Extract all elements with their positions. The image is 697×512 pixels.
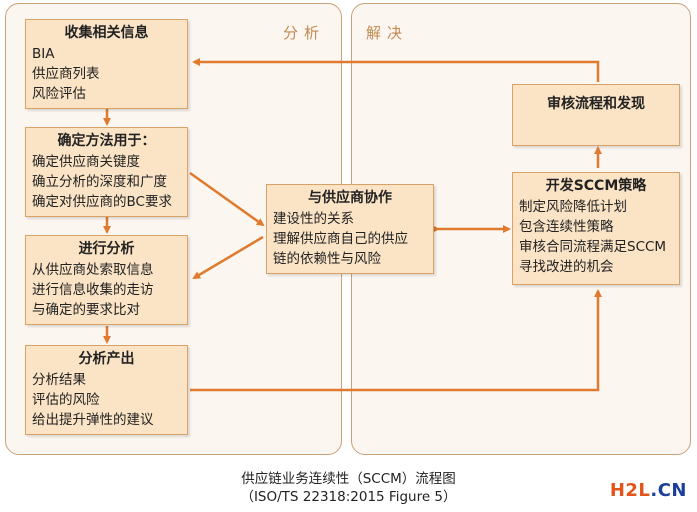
arrow-collaborate-to-analyze: [192, 235, 264, 280]
determine-method-box: 确定方法用于： 确定供应商关键度 确立分析的深度和广度 确定对供应商的BC要求: [25, 127, 188, 217]
arrow-review-to-collect: [192, 58, 600, 82]
determine-method-title: 确定方法用于：: [57, 133, 156, 149]
analysis-label: 分析: [283, 24, 326, 42]
analysis-output-line: 评估的风险: [32, 392, 100, 408]
logo-part-cn: .CN: [650, 480, 687, 501]
solution-label: 解决: [366, 24, 409, 42]
conduct-analysis-title: 进行分析: [78, 241, 135, 257]
sccm-strategy-box: 开发SCCM策略 制定风险降低计划 包含连续性策略 审核合同流程满足SCCM 寻…: [512, 172, 680, 285]
figure-caption-title: 供应链业务连续性（SCCM）流程图: [241, 471, 456, 487]
collaborate-supplier-box: 与供应商协作 建设性的关系 理解供应商自己的供应 链的依赖性与风险: [266, 184, 434, 274]
collect-info-box: 收集相关信息 BIA 供应商列表 风险评估: [25, 19, 188, 109]
sccm-strategy-title: 开发SCCM策略: [545, 178, 647, 194]
arrow-determine-to-collaborate: [189, 171, 265, 227]
collect-info-line: BIA: [32, 46, 55, 62]
determine-method-line: 确定供应商关键度: [32, 154, 140, 170]
analysis-output-title: 分析产出: [78, 351, 135, 367]
collaborate-supplier-line: 链的依赖性与风险: [273, 251, 381, 267]
sccm-strategy-line: 制定风险降低计划: [519, 199, 627, 215]
review-process-title: 审核流程和发现: [547, 96, 645, 112]
collaborate-supplier-line: 理解供应商自己的供应: [273, 231, 408, 247]
review-process-box: 审核流程和发现: [512, 84, 680, 146]
analysis-output-line: 分析结果: [32, 372, 86, 388]
logo-part-h2l: H2L: [609, 480, 651, 501]
conduct-analysis-line: 进行信息收集的走访: [32, 282, 154, 298]
collect-info-line: 风险评估: [32, 86, 86, 102]
analysis-output-box: 分析产出 分析结果 评估的风险 给出提升弹性的建议: [25, 345, 188, 435]
figure-caption-source: （ISO/TS 22318:2015 Figure 5）: [240, 489, 457, 505]
sccm-strategy-line: 寻找改进的机会: [519, 259, 614, 275]
collect-info-title: 收集相关信息: [64, 25, 149, 41]
collect-info-line: 供应商列表: [32, 66, 100, 82]
collaborate-supplier-line: 建设性的关系: [273, 211, 354, 227]
determine-method-line: 确定对供应商的BC要求: [32, 194, 172, 210]
analysis-output-line: 给出提升弹性的建议: [32, 412, 154, 428]
arrow-output-to-strategy: [190, 289, 602, 392]
h2l-logo: H2L.CN: [610, 480, 687, 501]
collaborate-supplier-title: 与供应商协作: [308, 190, 392, 206]
determine-method-line: 确立分析的深度和广度: [32, 174, 167, 190]
sccm-strategy-line: 包含连续性策略: [519, 219, 614, 235]
sccm-strategy-line: 审核合同流程满足SCCM: [519, 239, 667, 255]
conduct-analysis-box: 进行分析 从供应商处索取信息 进行信息收集的走访 与确定的要求比对: [25, 235, 188, 325]
conduct-analysis-line: 与确定的要求比对: [32, 302, 140, 318]
conduct-analysis-line: 从供应商处索取信息: [32, 262, 154, 278]
